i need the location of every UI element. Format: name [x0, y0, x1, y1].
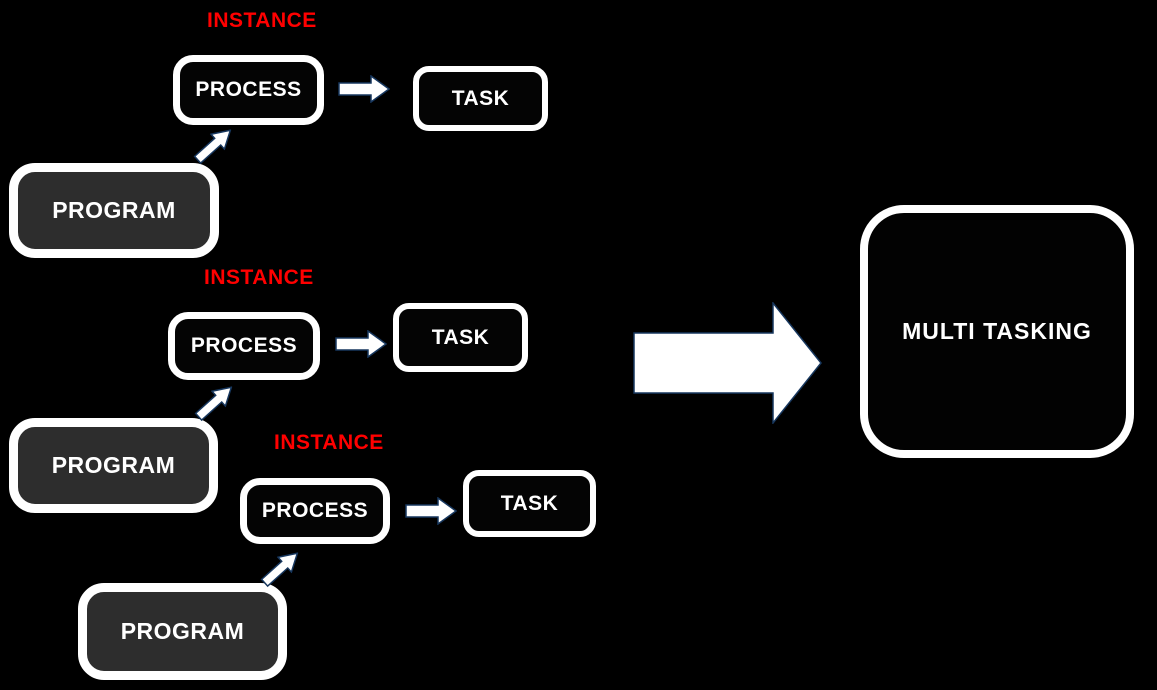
instance-label-2: INSTANCE	[204, 266, 314, 289]
process-box-2: PROCESS	[168, 312, 320, 380]
process-to-task-arrow-3	[405, 497, 457, 525]
program-label-3: PROGRAM	[120, 618, 245, 644]
process-to-task-arrow-1	[338, 75, 390, 103]
multitasking-big-arrow	[633, 302, 822, 424]
task-label-3: TASK	[500, 491, 559, 515]
program-label-1: PROGRAM	[52, 197, 176, 223]
task-label-1: TASK	[451, 86, 510, 110]
instance-label-1: INSTANCE	[207, 9, 317, 32]
program-box-1: PROGRAM	[9, 163, 219, 258]
program-to-process-arrow-2	[194, 386, 233, 422]
task-box-2: TASK	[393, 303, 528, 372]
program-box-2: PROGRAM	[9, 418, 218, 513]
multitasking-box: MULTI TASKING	[860, 205, 1134, 458]
task-box-3: TASK	[463, 470, 596, 537]
program-to-process-arrow-3	[260, 552, 299, 588]
process-to-task-arrow-2	[335, 330, 387, 358]
program-box-3: PROGRAM	[78, 583, 287, 680]
task-box-1: TASK	[413, 66, 548, 131]
process-label-1: PROCESS	[195, 78, 302, 101]
process-label-2: PROCESS	[190, 334, 298, 357]
task-label-2: TASK	[431, 325, 490, 349]
multitasking-label: MULTI TASKING	[902, 318, 1092, 344]
process-label-3: PROCESS	[261, 499, 369, 522]
program-to-process-arrow-1	[193, 129, 232, 165]
program-label-2: PROGRAM	[51, 452, 176, 478]
process-box-3: PROCESS	[240, 478, 390, 544]
instance-label-3: INSTANCE	[274, 431, 384, 454]
process-box-1: PROCESS	[173, 55, 324, 125]
